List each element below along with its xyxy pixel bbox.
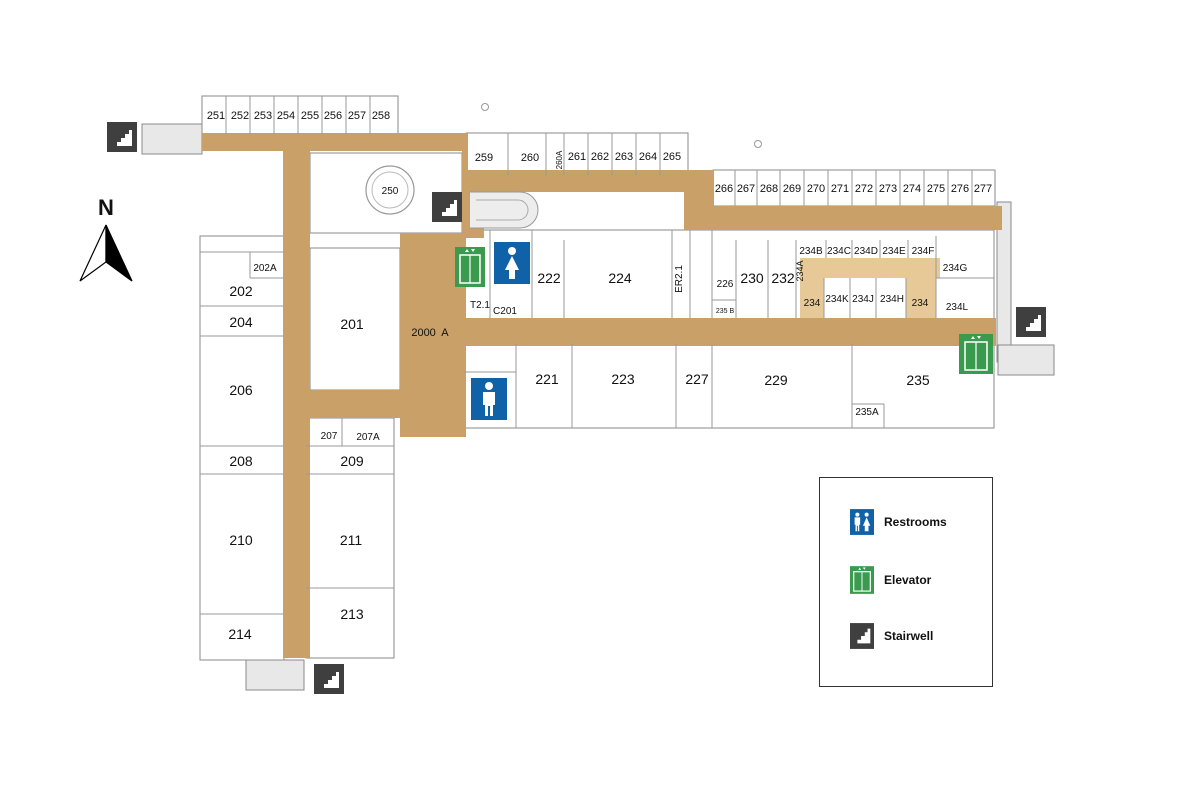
room-c201: C201 xyxy=(493,306,517,317)
room-230: 230 xyxy=(740,270,764,286)
room-272: 272 xyxy=(855,183,873,195)
elevator-icon xyxy=(455,247,485,287)
room-273: 273 xyxy=(879,183,897,195)
room-266: 266 xyxy=(715,183,733,195)
room-234e: 234E xyxy=(882,246,906,257)
curved-staircase xyxy=(470,191,539,229)
legend-elevator-label: Elevator xyxy=(884,573,932,587)
room-257: 257 xyxy=(348,110,366,122)
room-260: 260 xyxy=(521,152,539,164)
room-202a: 202A xyxy=(253,263,277,274)
room-251: 251 xyxy=(207,110,225,122)
room-208: 208 xyxy=(229,453,253,469)
womens-restroom-icon xyxy=(494,242,530,284)
room-235a: 235A xyxy=(855,407,879,418)
room-253: 253 xyxy=(254,110,272,122)
legend-elevator: Elevator xyxy=(850,565,931,595)
room-201: 201 xyxy=(340,316,364,332)
room-267: 267 xyxy=(737,183,755,195)
room-269: 269 xyxy=(783,183,801,195)
room-275: 275 xyxy=(927,183,945,195)
room-235: 235 xyxy=(906,372,930,388)
restrooms-icon xyxy=(850,508,874,536)
stairwell-icon xyxy=(432,192,462,222)
room-265: 265 xyxy=(663,151,681,163)
room-211: 211 xyxy=(340,532,363,548)
room-223: 223 xyxy=(611,371,635,387)
room-209: 209 xyxy=(340,453,364,469)
room-261: 261 xyxy=(568,151,586,163)
room-256: 256 xyxy=(324,110,342,122)
north-label: N xyxy=(98,195,114,220)
legend-stairwell: Stairwell xyxy=(850,621,933,651)
room-268: 268 xyxy=(760,183,778,195)
room-207: 207 xyxy=(321,431,338,442)
room-277: 277 xyxy=(974,183,992,195)
room-262: 262 xyxy=(591,151,609,163)
room-234h: 234H xyxy=(880,294,904,305)
column-marker xyxy=(481,103,489,111)
room-222: 222 xyxy=(537,270,561,286)
room-234f: 234F xyxy=(912,246,935,257)
map-legend: Restrooms Elevator Stairwell xyxy=(819,477,993,687)
legend-restrooms-label: Restrooms xyxy=(884,515,947,529)
room-259: 259 xyxy=(475,152,493,164)
stairwell-icon xyxy=(1016,307,1046,337)
room-260a: 260A xyxy=(555,150,564,169)
room-er21: ER2.1 xyxy=(674,265,685,293)
mens-restroom-icon xyxy=(471,378,507,420)
north-arrow-icon: N xyxy=(79,195,133,282)
room-235b: 235 B xyxy=(716,308,735,315)
room-214: 214 xyxy=(228,626,252,642)
room-252: 252 xyxy=(231,110,249,122)
legend-stairwell-label: Stairwell xyxy=(884,629,934,643)
rotunda-250 xyxy=(365,165,415,215)
room-202: 202 xyxy=(229,283,253,299)
elevator-icon xyxy=(850,566,874,594)
room-234g: 234G xyxy=(943,263,968,274)
room-250: 250 xyxy=(382,186,399,197)
room-229: 229 xyxy=(764,372,788,388)
room-234-left: 234 xyxy=(804,298,821,309)
stairwell-icon xyxy=(850,622,874,650)
room-263: 263 xyxy=(615,151,633,163)
room-276: 276 xyxy=(951,183,969,195)
room-2000a: 2000 A xyxy=(411,327,449,339)
room-204: 204 xyxy=(229,314,253,330)
room-254: 254 xyxy=(277,110,295,122)
stairwell-icon xyxy=(107,122,137,152)
stairwell-icon xyxy=(314,664,344,694)
room-234j: 234J xyxy=(852,294,874,305)
room-255: 255 xyxy=(301,110,319,122)
room-234k: 234K xyxy=(825,294,849,305)
room-210: 210 xyxy=(229,532,253,548)
room-271: 271 xyxy=(831,183,849,195)
room-226: 226 xyxy=(717,279,734,290)
column-marker xyxy=(754,140,762,148)
room-234a: 234A xyxy=(795,260,805,281)
room-213: 213 xyxy=(340,606,364,622)
legend-restrooms: Restrooms xyxy=(850,507,947,537)
room-227: 227 xyxy=(685,371,709,387)
elevator-icon xyxy=(959,334,993,374)
room-264: 264 xyxy=(639,151,657,163)
room-dividers xyxy=(200,96,994,615)
room-274: 274 xyxy=(903,183,921,195)
room-234l: 234L xyxy=(946,302,969,313)
room-207a: 207A xyxy=(356,432,380,443)
room-206: 206 xyxy=(229,382,253,398)
room-224: 224 xyxy=(608,270,632,286)
room-234d: 234D xyxy=(854,246,878,257)
room-221: 221 xyxy=(535,371,559,387)
room-270: 270 xyxy=(807,183,825,195)
room-258: 258 xyxy=(372,110,390,122)
room-232: 232 xyxy=(771,270,795,286)
room-t21: T2.1 xyxy=(470,300,490,311)
room-234-right: 234 xyxy=(912,298,929,309)
room-234b: 234B xyxy=(799,246,823,257)
room-234c: 234C xyxy=(827,246,851,257)
